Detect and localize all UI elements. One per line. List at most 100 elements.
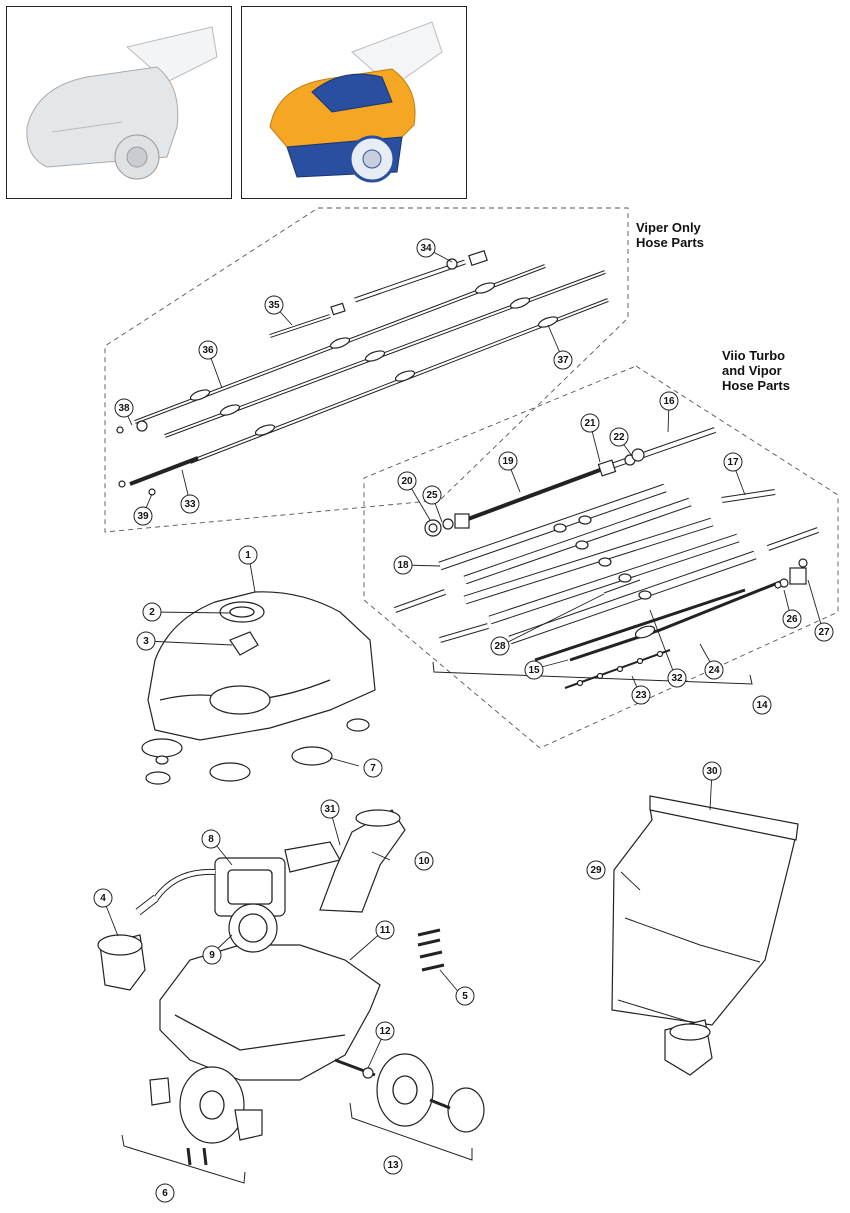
callout-12: 12 [375, 1021, 395, 1041]
callout-number: 32 [671, 673, 683, 684]
callout-number: 19 [502, 456, 514, 467]
callout-number: 31 [324, 804, 336, 815]
callout-number: 22 [613, 432, 625, 443]
callout-number: 8 [208, 834, 214, 845]
callout-circle [631, 685, 651, 705]
callout-circle [414, 851, 434, 871]
viper-hose-group-title: Viper Only Hose Parts [636, 220, 704, 250]
viio-title-line-1: Viio Turbo [722, 348, 786, 363]
callout-35: 35 [264, 295, 284, 315]
viper-title-line-2: Hose Parts [636, 235, 704, 250]
callout-29: 29 [586, 860, 606, 880]
callout-number: 37 [557, 355, 569, 366]
callout-circle [490, 636, 510, 656]
callout-37: 37 [553, 350, 573, 370]
callout-16: 16 [659, 391, 679, 411]
callout-30: 30 [702, 761, 722, 781]
callout-circle [422, 485, 442, 505]
callout-circle [397, 471, 417, 491]
callout-number: 20 [401, 476, 413, 487]
callout-circle [180, 494, 200, 514]
callout-circle [702, 761, 722, 781]
callout-number: 4 [100, 893, 106, 904]
callout-number: 28 [494, 641, 506, 652]
callout-number: 15 [528, 665, 540, 676]
callout-26: 26 [782, 609, 802, 629]
callout-28: 28 [490, 636, 510, 656]
callout-number: 36 [202, 345, 214, 356]
callout-circle [814, 622, 834, 642]
callout-circle [202, 945, 222, 965]
callout-number: 21 [584, 418, 596, 429]
callout-31: 31 [320, 799, 340, 819]
callout-18: 18 [393, 555, 413, 575]
callout-38: 38 [114, 398, 134, 418]
callout-number: 25 [426, 490, 438, 501]
bracket-lines [121, 661, 753, 1184]
base-assembly [97, 809, 445, 1081]
white-cleaner-photo [6, 6, 232, 199]
callout-6: 6 [155, 1183, 175, 1203]
callout-number: 13 [387, 1160, 399, 1171]
callout-14: 14 [752, 695, 772, 715]
callout-number: 12 [379, 1026, 391, 1037]
callout-2: 2 [142, 602, 162, 622]
callout-circle [133, 506, 153, 526]
viio-hose-boundary [363, 365, 839, 749]
callout-number: 18 [397, 560, 409, 571]
callout-circle [723, 452, 743, 472]
callout-circle [704, 660, 724, 680]
callout-number: 29 [590, 865, 602, 876]
callout-13: 13 [383, 1155, 403, 1175]
callout-circle [238, 545, 258, 565]
filter-bag [611, 795, 799, 1076]
viper-title-line-1: Viper Only [636, 220, 701, 235]
callout-circle [586, 860, 606, 880]
callout-32: 32 [667, 668, 687, 688]
callout-17: 17 [723, 452, 743, 472]
callout-10: 10 [414, 851, 434, 871]
viio-hoses [393, 427, 820, 689]
callout-4: 4 [93, 888, 113, 908]
viper-hoses [116, 250, 609, 496]
screws [417, 928, 445, 972]
callout-circle [782, 609, 802, 629]
viio-hose-group-title: Viio Turbo and Vipor Hose Parts [722, 348, 790, 393]
callout-number: 38 [118, 403, 130, 414]
callout-circle [524, 660, 544, 680]
callout-circle [393, 555, 413, 575]
callout-circle [198, 340, 218, 360]
callout-number: 39 [137, 511, 149, 522]
callout-number: 2 [149, 607, 155, 618]
callout-number: 7 [370, 763, 376, 774]
callout-number: 33 [184, 499, 196, 510]
callout-circle [320, 799, 340, 819]
callout-circle [416, 238, 436, 258]
wheel-assemblies [149, 1053, 485, 1166]
callout-23: 23 [631, 685, 651, 705]
callout-circle [114, 398, 134, 418]
callout-circle [93, 888, 113, 908]
callout-24: 24 [704, 660, 724, 680]
callout-36: 36 [198, 340, 218, 360]
viio-title-line-2: and Vipor [722, 363, 782, 378]
callout-number: 35 [268, 300, 280, 311]
callout-number: 26 [786, 614, 798, 625]
callout-circle [363, 758, 383, 778]
callout-circle [375, 920, 395, 940]
callout-circle [142, 602, 162, 622]
callout-27: 27 [814, 622, 834, 642]
callout-34: 34 [416, 238, 436, 258]
callout-15: 15 [524, 660, 544, 680]
callout-circle [455, 986, 475, 1006]
callout-circle [609, 427, 629, 447]
top-cover-assembly [141, 591, 376, 785]
callout-circle [667, 668, 687, 688]
callout-25: 25 [422, 485, 442, 505]
callout-number: 3 [143, 636, 149, 647]
viper-hose-boundary [104, 207, 629, 533]
callout-circle [375, 1021, 395, 1041]
callout-circle [264, 295, 284, 315]
callout-number: 24 [708, 665, 720, 676]
